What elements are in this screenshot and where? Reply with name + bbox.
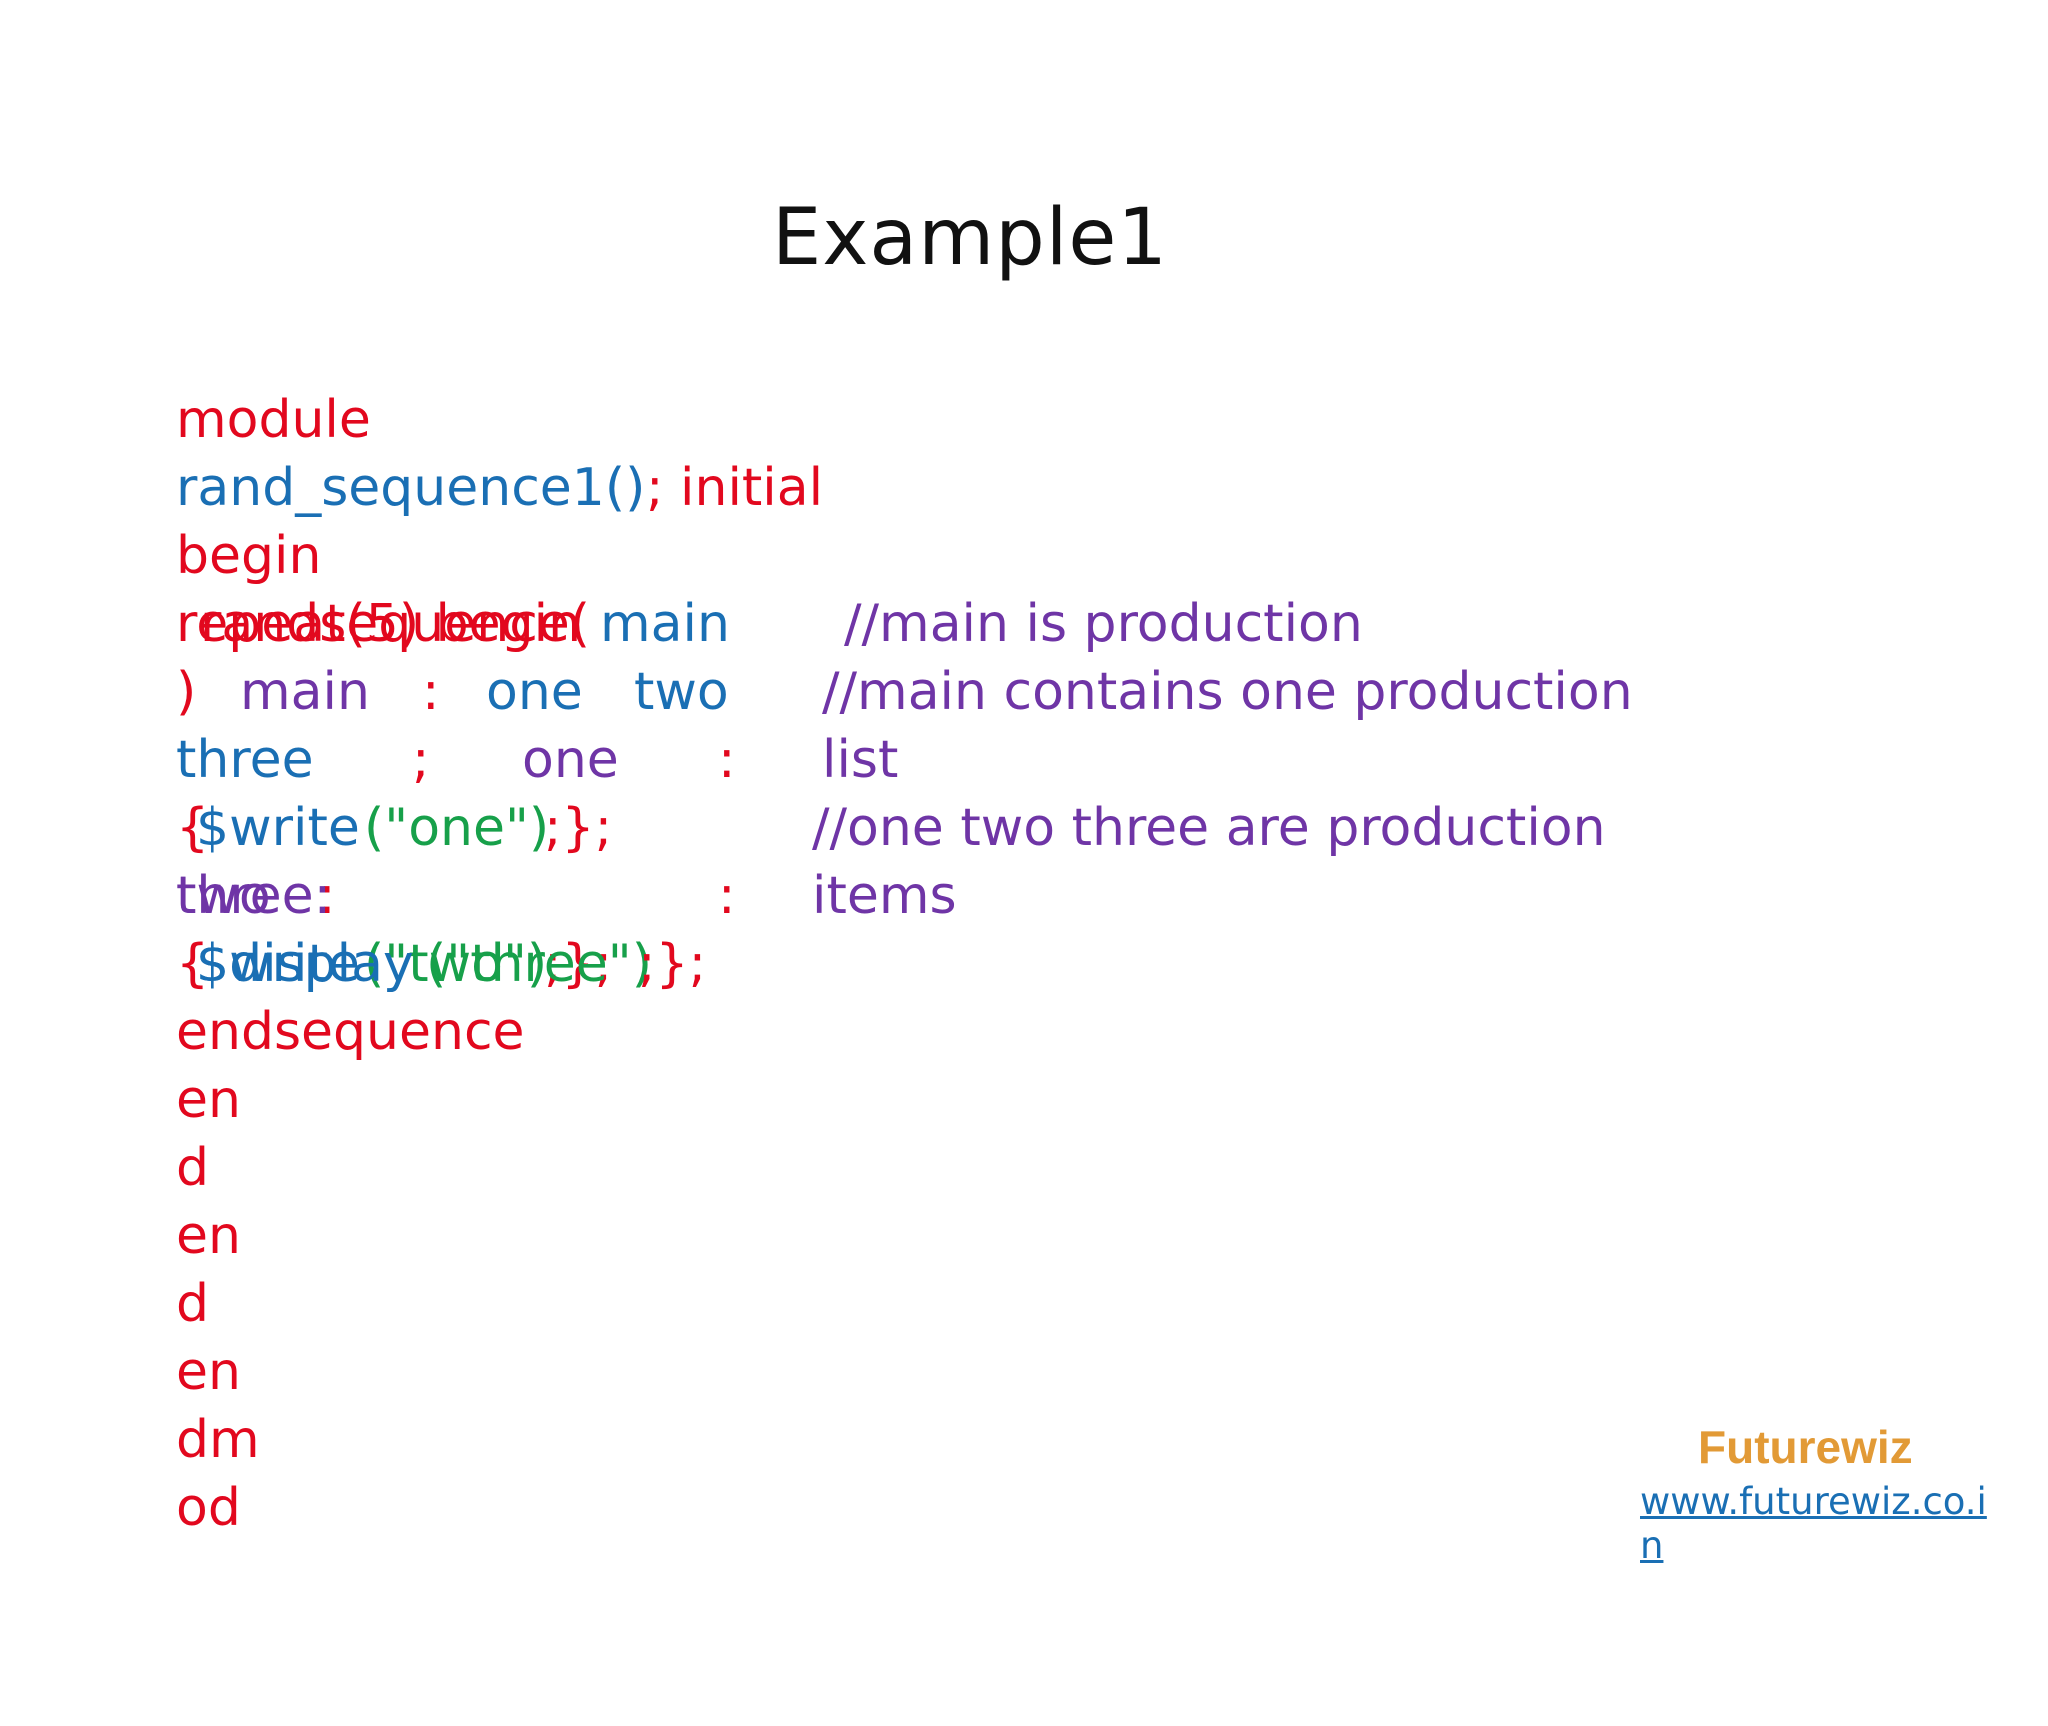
code-colon: :	[718, 866, 736, 926]
code-main-rule: main	[240, 662, 370, 722]
code-repeat: repeat(5) begin	[176, 594, 582, 654]
code-comment-items-2: items	[812, 866, 957, 926]
code-colon: :	[718, 730, 736, 790]
code-end-fragment: en	[176, 1206, 241, 1266]
code-begin: begin	[176, 526, 322, 586]
code-initial: ; initial	[646, 458, 824, 518]
code-close-brace: ;};	[544, 934, 613, 994]
code-colon: :	[318, 866, 336, 926]
code-end-fragment: en	[176, 1070, 241, 1130]
code-three-rule: three:	[176, 866, 332, 926]
code-endmodule-fragment: en	[176, 1342, 241, 1402]
code-end-fragment: d	[176, 1274, 210, 1334]
code-main: main	[600, 594, 730, 654]
code-block: module rand_sequence1() ; initial begin …	[176, 386, 1796, 1726]
code-comment-contains: //main contains one production	[822, 662, 1633, 722]
code-one-rule: one	[522, 730, 619, 790]
code-string-one: ("one")	[364, 798, 550, 858]
code-open-brace: {	[176, 934, 210, 994]
code-semicolon: ;	[412, 730, 430, 790]
code-open-brace: {	[176, 798, 210, 858]
website-link[interactable]: www.futurewiz.co.in	[1640, 1480, 1987, 1567]
code-end-fragment: d	[176, 1138, 210, 1198]
code-one: one	[486, 662, 583, 722]
code-randsequence: randsequence(	[200, 594, 591, 654]
code-line-module: module	[176, 390, 371, 450]
code-endmodule-fragment: dm	[176, 1410, 260, 1470]
code-close-brace: ;};	[544, 798, 613, 858]
code-string-three: ("three")	[426, 934, 652, 994]
brand-logo-text: Futurewiz	[1698, 1421, 1913, 1473]
code-display: $display	[196, 934, 414, 994]
code-module-name: rand_sequence1()	[176, 458, 646, 518]
code-close-brace: ;};	[638, 934, 707, 994]
code-comment-list: list	[822, 730, 899, 790]
code-two-rule: two	[176, 866, 271, 926]
code-write: $write	[196, 934, 360, 994]
code-comment-main-production: //main is production	[844, 594, 1363, 654]
code-write: $write	[196, 798, 360, 858]
code-comment-items: //one two three are production	[812, 798, 1606, 858]
code-three: three	[176, 730, 314, 790]
code-endmodule-fragment: od	[176, 1478, 241, 1538]
code-two: two	[634, 662, 729, 722]
code-colon: :	[422, 662, 440, 722]
code-endsequence: endsequence	[176, 1002, 525, 1062]
code-string-two: ("two")	[364, 934, 548, 994]
slide-title: Example1	[771, 193, 1169, 283]
code-close-paren: )	[176, 662, 197, 722]
